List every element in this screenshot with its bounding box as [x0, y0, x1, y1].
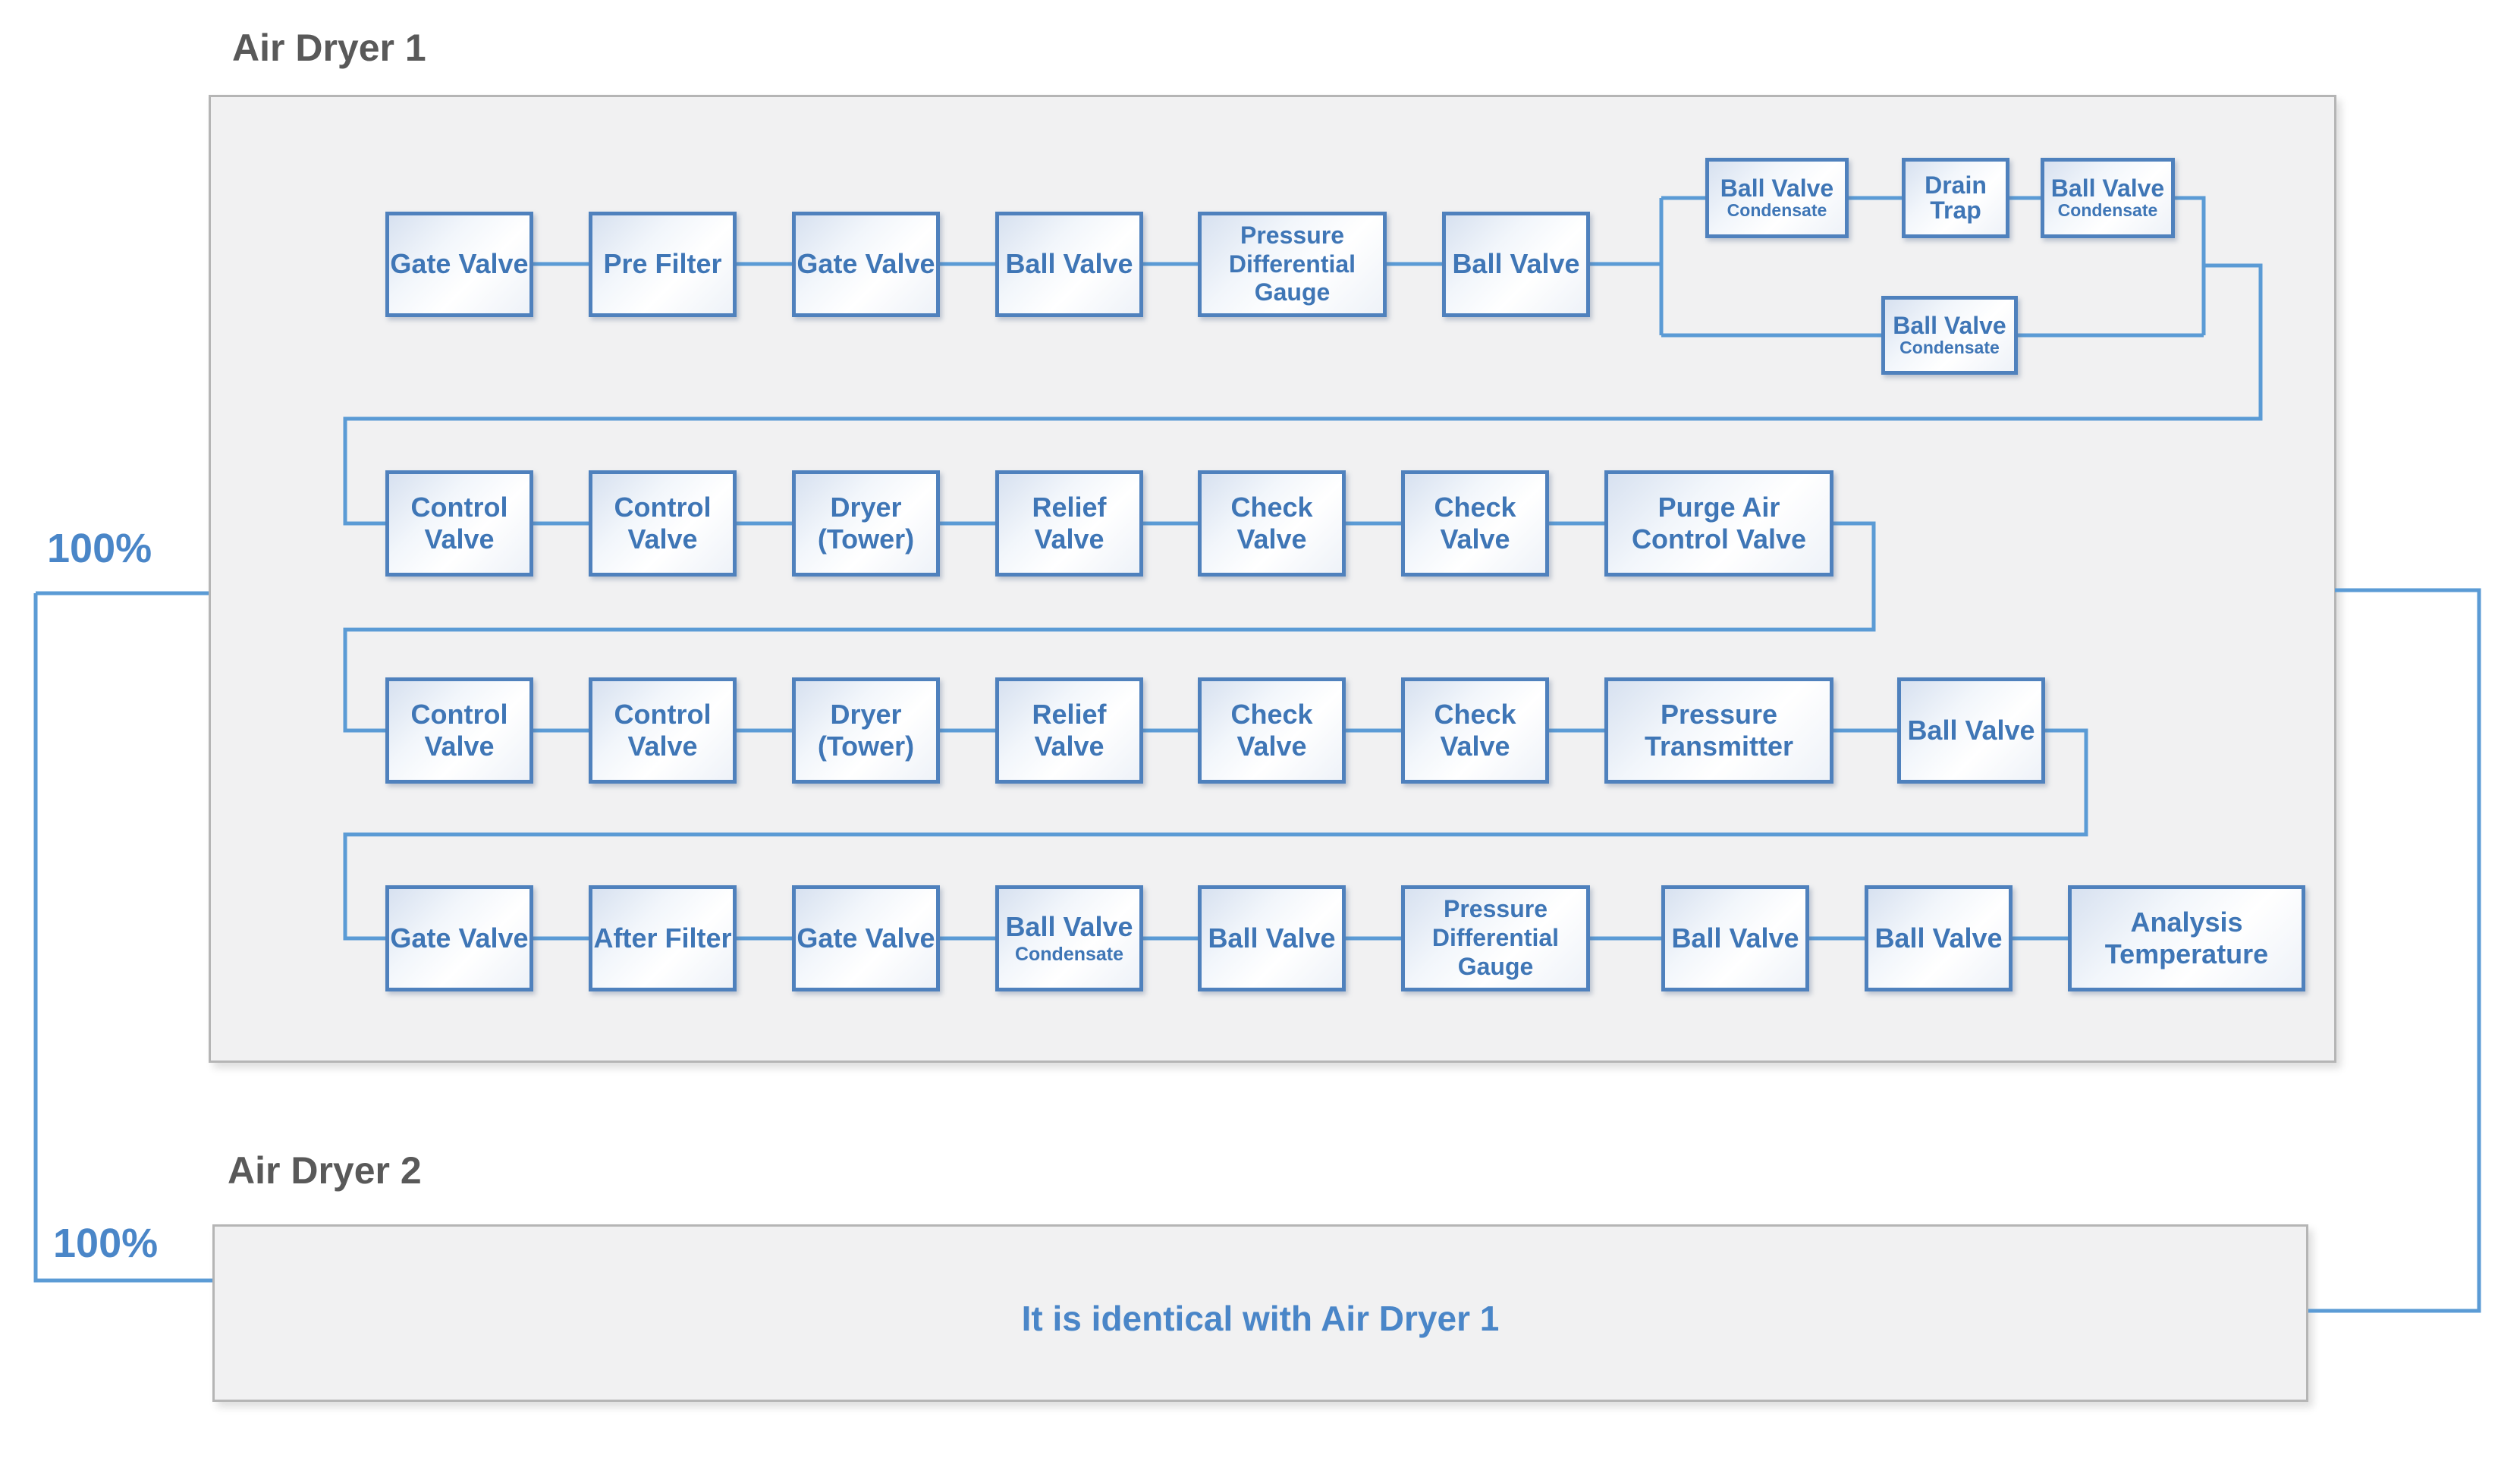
process-box-analysis-temperature: Analysis Temperature — [2068, 885, 2305, 991]
process-box-sublabel: Condensate — [1014, 943, 1124, 965]
process-box-label: After Filter — [593, 922, 732, 954]
process-box-label: Control Valve — [410, 698, 508, 762]
process-box-check-valve: Check Valve — [1401, 470, 1549, 577]
pipe-connector — [343, 728, 2088, 941]
process-box-label: Ball Valve — [1005, 248, 1133, 280]
process-box-label: Ball Valve — [2050, 174, 2165, 202]
process-box-dryer-tower: Dryer (Tower) — [792, 677, 940, 784]
process-box-gate-valve: Gate Valve — [385, 885, 533, 991]
process-box-label: Pressure Differential Gauge — [1228, 221, 1356, 306]
process-box-ball-valve: Ball Valve — [1897, 677, 2045, 784]
process-box-label: Ball Valve — [1907, 714, 2035, 746]
process-box-dryer-tower: Dryer (Tower) — [792, 470, 940, 577]
process-box-label: Pressure Transmitter — [1644, 698, 1794, 762]
process-box-label: Ball Valve — [1452, 248, 1580, 280]
process-box-label: Gate Valve — [797, 248, 935, 280]
process-box-label: Ball Valve — [1005, 911, 1133, 943]
process-box-label: Dryer (Tower) — [817, 491, 915, 555]
process-box-label: Check Valve — [1434, 491, 1516, 555]
process-box-label: Relief Valve — [1032, 491, 1107, 555]
process-box-label: Analysis Temperature — [2104, 906, 2269, 969]
process-box-label: Pressure Differential Gauge — [1431, 895, 1560, 980]
process-box-label: Control Valve — [410, 491, 508, 555]
process-box-label: Dryer (Tower) — [817, 698, 915, 762]
process-box-pre-filter: Pre Filter — [589, 212, 737, 317]
process-box-gate-valve: Gate Valve — [792, 212, 940, 317]
process-box-label: Check Valve — [1230, 698, 1313, 762]
process-box-ball-valve: Ball Valve — [1865, 885, 2013, 991]
process-box-relief-valve: Relief Valve — [995, 470, 1143, 577]
process-box-ball-valve: Ball Valve — [995, 212, 1143, 317]
process-box-control-valve: Control Valve — [589, 470, 737, 577]
process-box-sublabel: Condensate — [2057, 200, 2158, 220]
process-box-label: Gate Valve — [390, 922, 529, 954]
process-box-after-filter: After Filter — [589, 885, 737, 991]
process-box-purge-air-control-valve: Purge Air Control Valve — [1604, 470, 1833, 577]
process-box-label: Control Valve — [614, 698, 712, 762]
process-box-check-valve: Check Valve — [1198, 677, 1346, 784]
air-dryer-2-note: It is identical with Air Dryer 1 — [1021, 1299, 1500, 1338]
air-dryer-2-title: Air Dryer 2 — [228, 1149, 422, 1192]
process-box-pressure-transmitter: Pressure Transmitter — [1604, 677, 1833, 784]
process-box-label: Purge Air Control Valve — [1631, 491, 1807, 555]
process-box-check-valve: Check Valve — [1401, 677, 1549, 784]
process-box-sublabel: Condensate — [1727, 200, 1827, 220]
process-box-label: Ball Valve — [1874, 922, 2003, 954]
process-box-sublabel: Condensate — [1899, 337, 2000, 357]
process-box-control-valve: Control Valve — [385, 677, 533, 784]
process-box-check-valve: Check Valve — [1198, 470, 1346, 577]
process-box-drain-trap: Drain Trap — [1902, 158, 2009, 238]
process-box-pressure-differential-gauge: Pressure Differential Gauge — [1401, 885, 1590, 991]
air-dryer-2-panel — [212, 1224, 2308, 1402]
process-box-label: Control Valve — [614, 491, 712, 555]
process-box-label: Ball Valve — [1893, 311, 2006, 339]
process-box-label: Check Valve — [1230, 491, 1313, 555]
process-box-label: Ball Valve — [1720, 174, 1834, 202]
pipe-connector — [343, 521, 1876, 733]
feed-percent-label-bottom: 100% — [53, 1221, 159, 1266]
pipe-connector — [2175, 196, 2206, 335]
process-box-control-valve: Control Valve — [589, 677, 737, 784]
process-box-relief-valve: Relief Valve — [995, 677, 1143, 784]
process-box-label: Gate Valve — [390, 248, 529, 280]
pipe-connector — [343, 263, 2263, 526]
process-box-pressure-differential-gauge: Pressure Differential Gauge — [1198, 212, 1387, 317]
process-box-ball-valve: Ball Valve — [1442, 212, 1590, 317]
process-box-label: Pre Filter — [603, 248, 722, 280]
pipe-connector — [2308, 588, 2481, 1313]
process-box-label: Check Valve — [1434, 698, 1516, 762]
feed-percent-label-top: 100% — [47, 526, 152, 571]
process-box-label: Relief Valve — [1032, 698, 1107, 762]
process-box-label: Gate Valve — [797, 922, 935, 954]
process-box-ball-valve: Ball Valve — [1661, 885, 1809, 991]
process-box-gate-valve: Gate Valve — [792, 885, 940, 991]
process-box-control-valve: Control Valve — [385, 470, 533, 577]
air-dryer-1-title: Air Dryer 1 — [232, 27, 426, 69]
process-box-gate-valve: Gate Valve — [385, 212, 533, 317]
process-box-label: Ball Valve — [1208, 922, 1336, 954]
pipe-connector — [33, 593, 212, 1283]
process-box-label: Drain Trap — [1925, 171, 1987, 224]
process-box-label: Ball Valve — [1671, 922, 1799, 954]
process-box-ball-valve: Ball Valve — [1198, 885, 1346, 991]
